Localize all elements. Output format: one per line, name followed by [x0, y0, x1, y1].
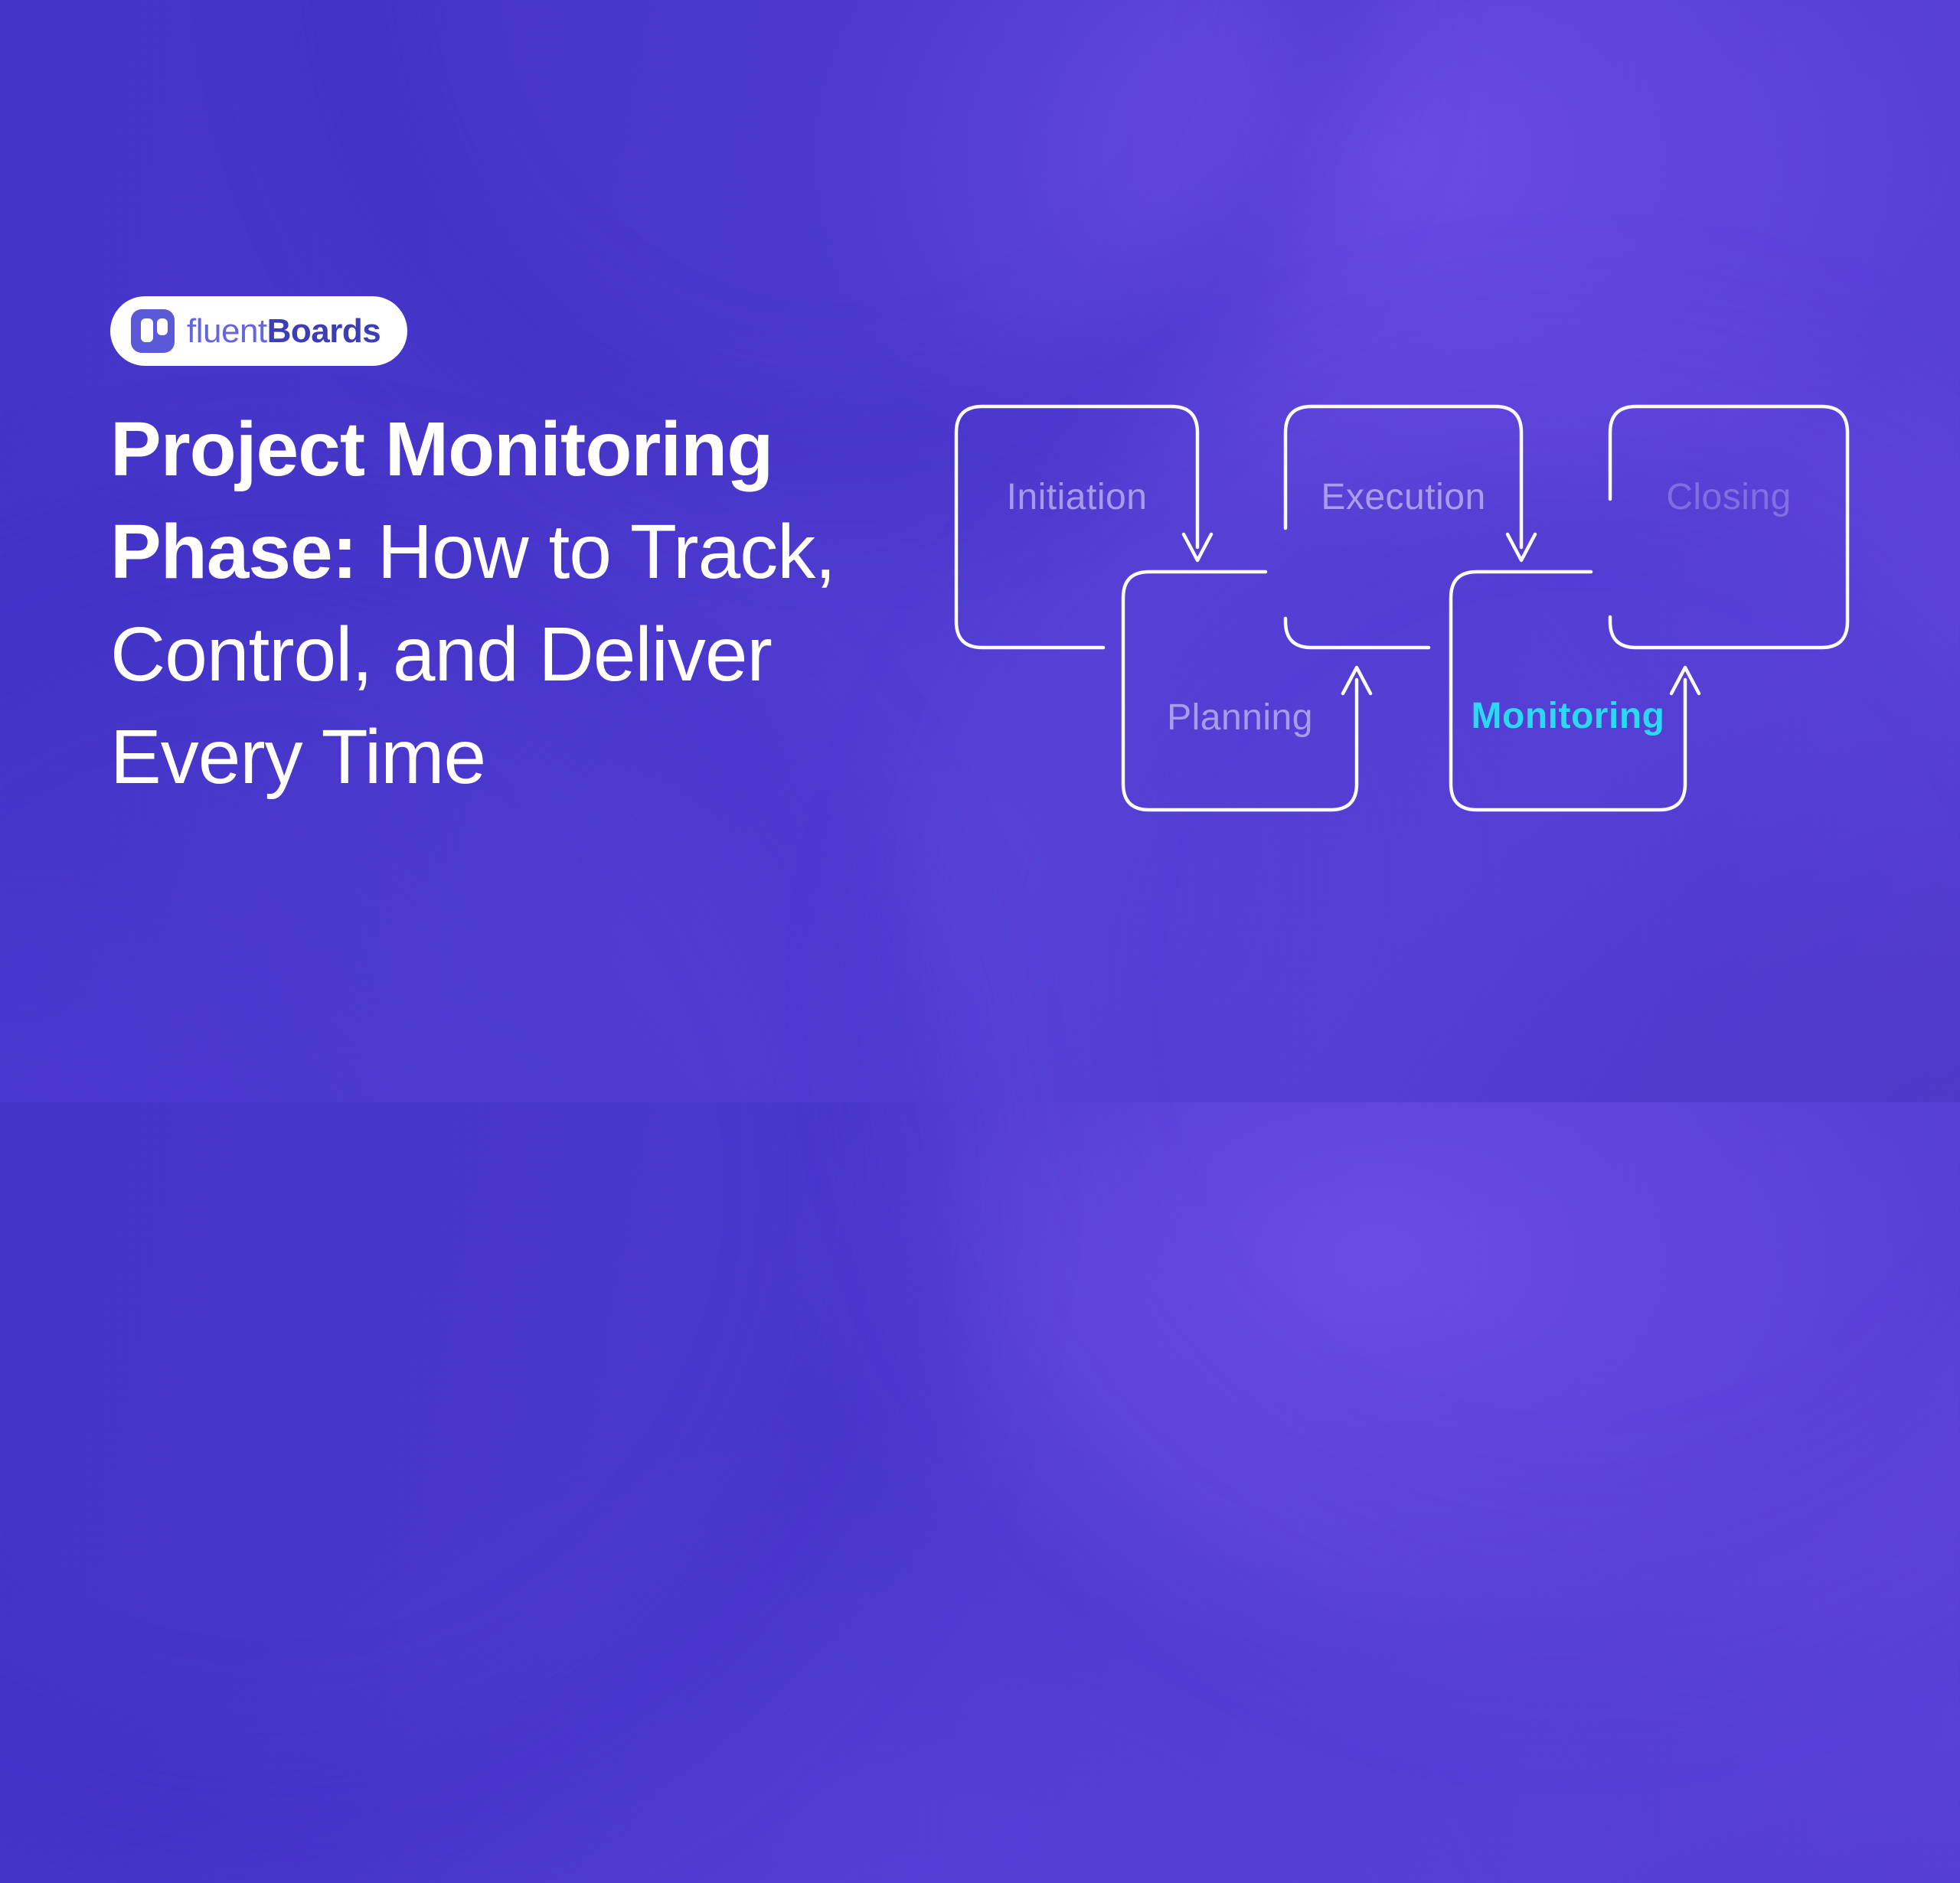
- arrow-planning-to-execution-icon: [1341, 665, 1373, 696]
- brand-name-boards: Boards: [266, 312, 381, 350]
- title-line-1: Project Monitoring: [110, 406, 773, 492]
- kanban-bar-left: [141, 318, 153, 342]
- kanban-bar-right: [157, 318, 168, 335]
- flow-box-execution-outline: [1283, 404, 1524, 550]
- title-line-4: Every Time: [110, 714, 486, 800]
- kanban-board-icon: [131, 309, 175, 353]
- flow-box-monitoring-outline: [1449, 569, 1687, 812]
- background-swirl-right: [903, 329, 1960, 1676]
- brand-name-fluent: fluent: [187, 312, 267, 350]
- title-line-2: Phase: How to Track,: [110, 509, 836, 595]
- flow-node-label-closing: Closing: [1666, 477, 1792, 517]
- title-line-3: Control, and Deliver: [110, 612, 773, 697]
- flow-node-label-execution: Execution: [1321, 477, 1486, 517]
- page-title: Project Monitoring Phase: How to Track, …: [110, 398, 998, 808]
- flow-box-closing-outline: [1608, 404, 1850, 650]
- flow-box-execution-bottom: [1283, 616, 1431, 650]
- arrow-execution-to-monitoring-icon: [1505, 532, 1537, 563]
- flow-box-planning-outline: [1121, 569, 1359, 812]
- arrow-initiation-to-planning-icon: [1181, 532, 1214, 563]
- flow-node-label-planning: Planning: [1167, 697, 1313, 738]
- flow-node-label-monitoring: Monitoring: [1471, 696, 1665, 736]
- arrow-monitoring-to-closing-icon: [1669, 665, 1701, 696]
